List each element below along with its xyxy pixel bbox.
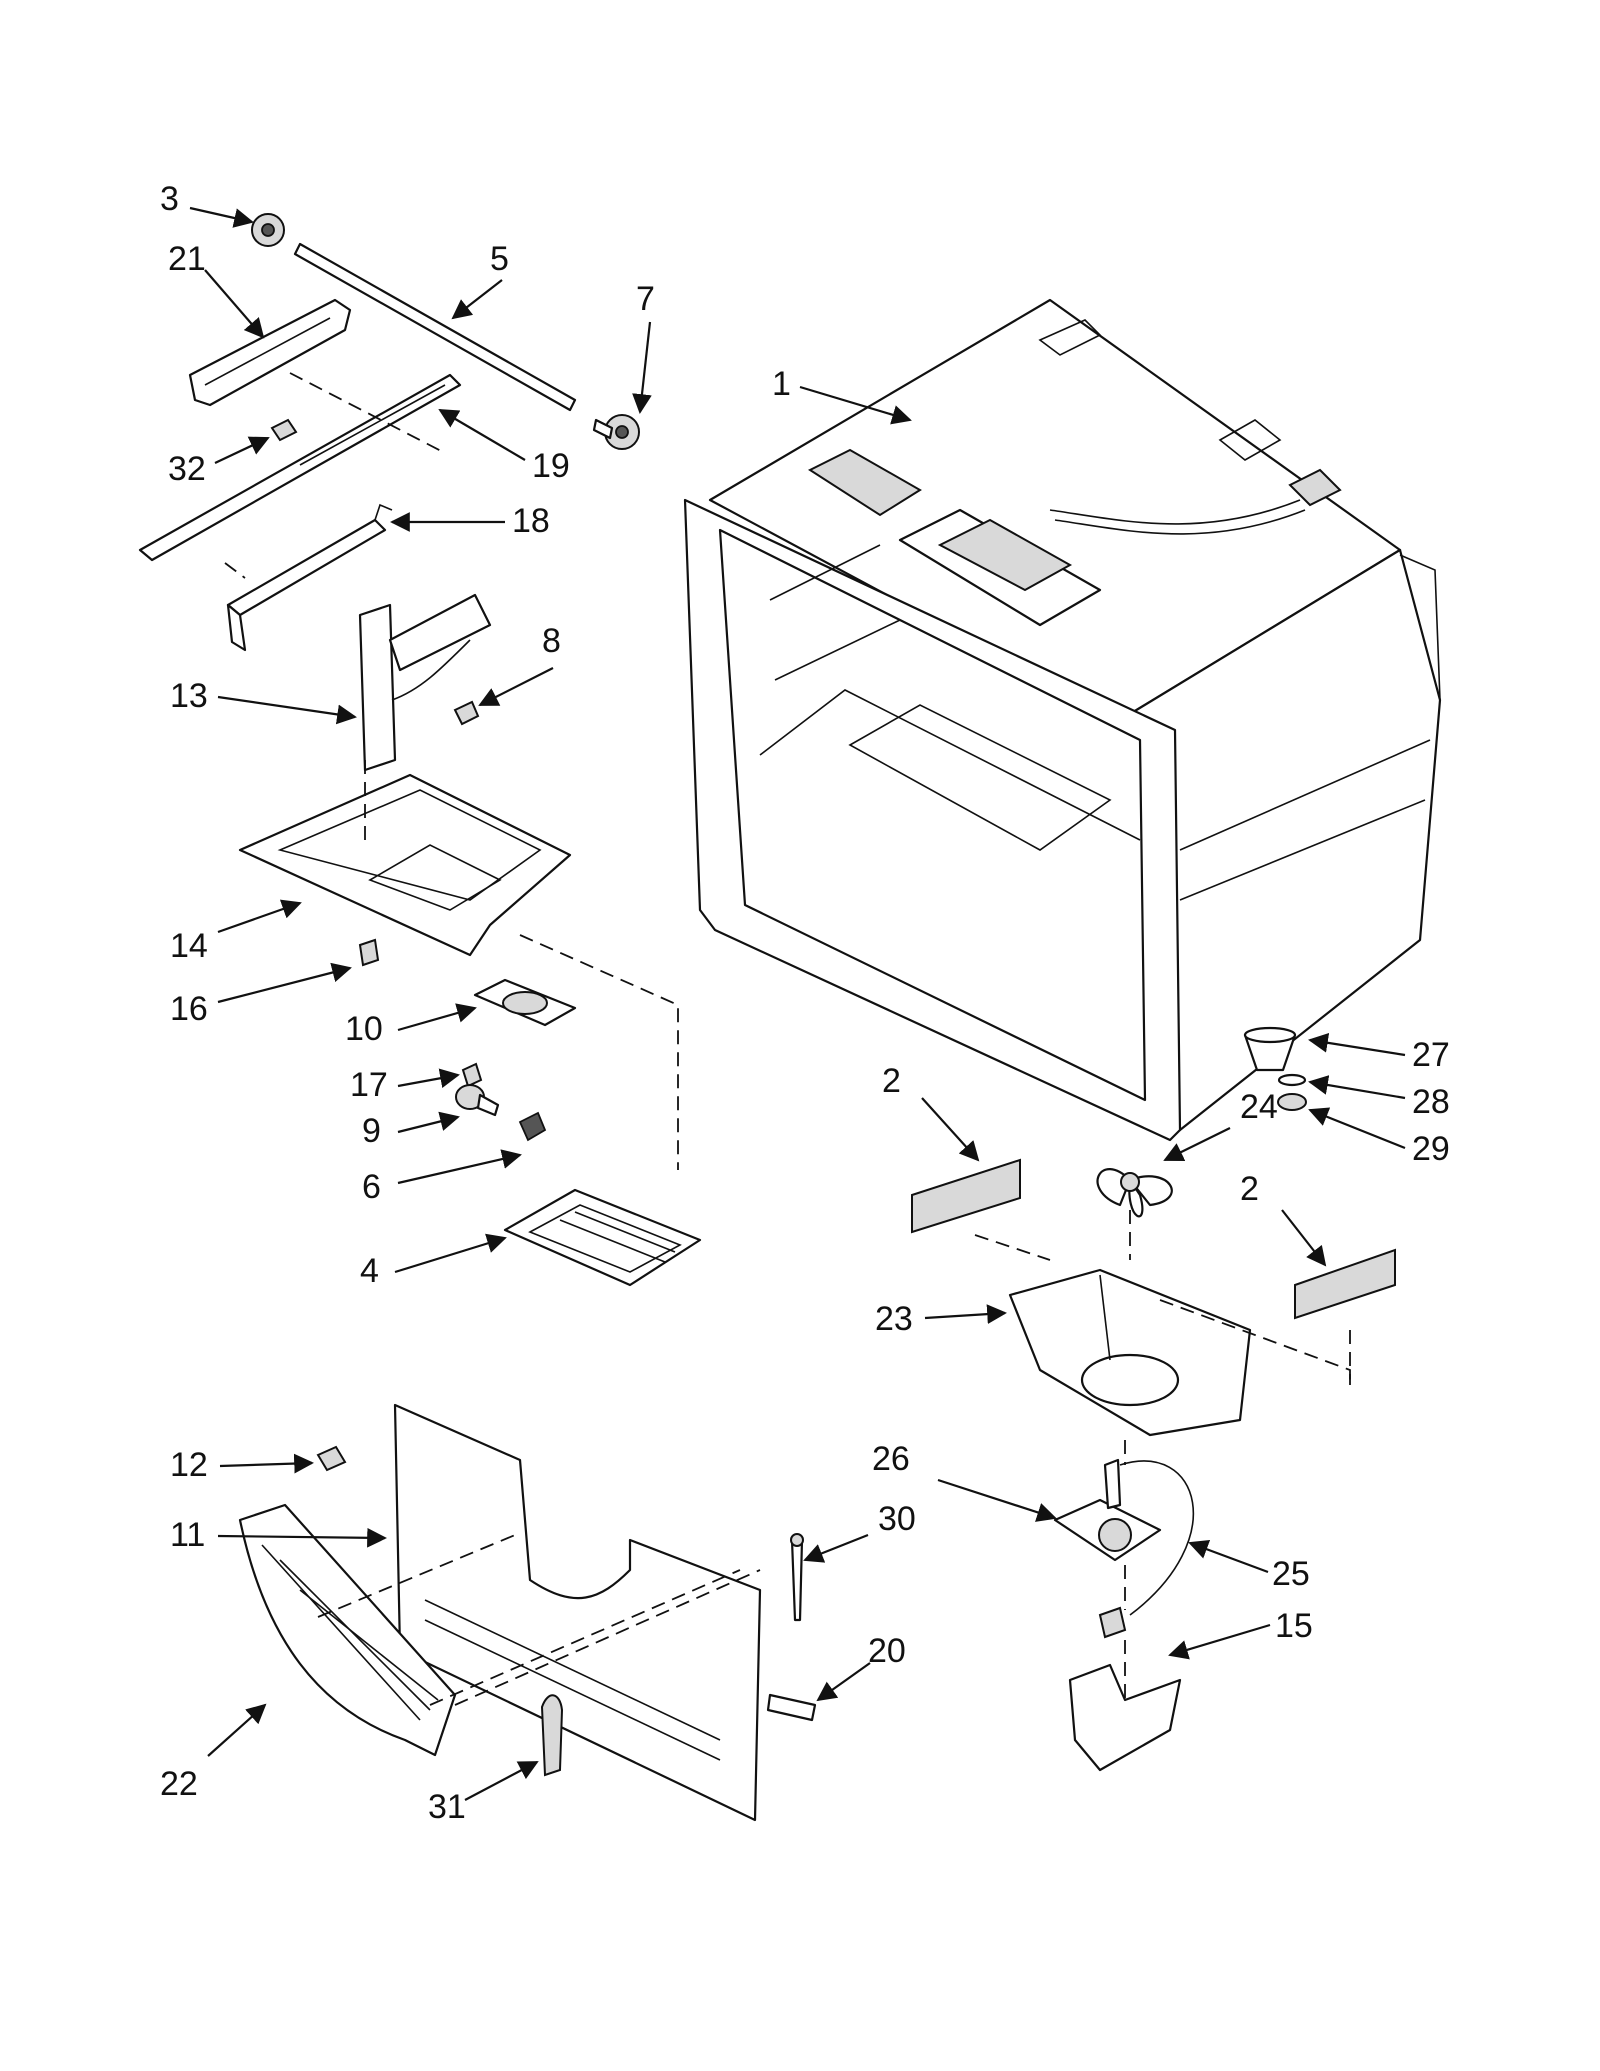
callout-26: 26: [872, 1440, 910, 1478]
part-13-diverter: [358, 593, 492, 772]
leader-2b: [1281, 1209, 1327, 1267]
callout-7: 7: [636, 280, 655, 318]
callout-21: 21: [168, 240, 206, 278]
part-9-bulb: [455, 1084, 500, 1117]
callout-22: 22: [160, 1765, 198, 1803]
leader-10: [397, 1003, 477, 1032]
part-15-motor-bracket: [1068, 1606, 1182, 1772]
leader-5: [451, 279, 503, 320]
leader-15: [1168, 1623, 1271, 1660]
part-11-rear-panel: [393, 1403, 762, 1822]
callout-12: 12: [170, 1446, 208, 1484]
part-20-strip: [766, 1693, 817, 1722]
callout-17: 17: [350, 1066, 388, 1104]
part-23-fan-shroud: [1008, 1268, 1252, 1437]
callout-1: 1: [772, 365, 791, 403]
part-2-gasket-right: [1294, 1248, 1396, 1320]
part-19-slide-rail: [138, 373, 462, 562]
leader-1: [799, 385, 912, 425]
leader-20: [816, 1662, 871, 1702]
callout-16: 16: [170, 990, 208, 1028]
part-17-screw: [461, 1062, 483, 1088]
callout-5: 5: [490, 240, 509, 278]
part-8-screw: [453, 700, 480, 726]
leader-31: [464, 1761, 539, 1801]
leader-8: [478, 667, 554, 706]
callout-29: 29: [1412, 1130, 1450, 1168]
callout-27: 27: [1412, 1036, 1450, 1074]
leader-22: [207, 1703, 267, 1757]
callout-9: 9: [362, 1112, 381, 1150]
leader-32: [214, 436, 270, 464]
part-14-housing: [238, 773, 572, 957]
leader-24: [1163, 1127, 1231, 1162]
leader-28: [1308, 1075, 1406, 1100]
leader-9: [397, 1111, 460, 1134]
callout-13: 13: [170, 677, 208, 715]
part-31-clip: [540, 1694, 564, 1777]
leader-26: [937, 1478, 1057, 1522]
callout-10: 10: [345, 1010, 383, 1048]
callout-4: 4: [360, 1252, 379, 1290]
part-16-clip: [358, 938, 380, 967]
part-25-wire-harness: [1119, 1460, 1195, 1616]
leader-19: [438, 408, 526, 461]
part-30-thermistor: [790, 1533, 804, 1622]
part-27-cup: [1243, 1026, 1297, 1072]
part-12-screw: [316, 1445, 347, 1472]
callout-14: 14: [170, 927, 208, 965]
callout-24: 24: [1240, 1088, 1278, 1126]
part-4-cover: [503, 1188, 702, 1287]
callout-2b: 2: [1240, 1170, 1259, 1208]
part-22-grille: [238, 1503, 457, 1757]
leader-12: [219, 1453, 314, 1474]
leader-17: [397, 1068, 460, 1088]
leader-2a: [921, 1097, 980, 1162]
leader-29: [1308, 1107, 1406, 1150]
leader-13: [217, 695, 357, 725]
part-1-freezer-liner: [683, 298, 1442, 1142]
part-7-gear: [592, 414, 640, 450]
part-6-socket: [518, 1111, 547, 1142]
part-3-gear: [251, 213, 285, 247]
callout-15: 15: [1275, 1607, 1313, 1645]
leader-6: [397, 1149, 522, 1185]
part-5-rod: [293, 242, 577, 412]
leader-16: [217, 962, 352, 1004]
callout-11: 11: [170, 1516, 205, 1554]
callout-28: 28: [1412, 1083, 1450, 1121]
callout-32: 32: [168, 450, 206, 488]
part-28-ring: [1277, 1073, 1307, 1087]
part-32-screw: [270, 418, 298, 442]
leader-11: [217, 1527, 387, 1548]
callout-3: 3: [160, 180, 179, 218]
callout-30: 30: [878, 1500, 916, 1538]
part-21-slide-bracket: [188, 298, 352, 407]
callout-23: 23: [875, 1300, 913, 1338]
callout-18: 18: [512, 502, 550, 540]
leader-21: [204, 269, 265, 339]
leader-7: [632, 321, 652, 414]
part-18-rail-bracket: [226, 503, 393, 652]
leader-3: [189, 206, 254, 228]
leader-30: [803, 1533, 869, 1563]
leader-23: [924, 1304, 1007, 1324]
leader-25: [1188, 1539, 1269, 1574]
part-24-fan-blade: [1096, 1168, 1173, 1218]
leader-4: [394, 1233, 507, 1274]
callout-25: 25: [1272, 1555, 1310, 1593]
part-10-light-housing: [473, 978, 577, 1027]
part-29-grommet: [1277, 1093, 1307, 1111]
callout-8: 8: [542, 622, 561, 660]
leader-14: [217, 899, 302, 934]
callout-31: 31: [428, 1788, 466, 1826]
callout-19: 19: [532, 447, 570, 485]
callout-6: 6: [362, 1168, 381, 1206]
callout-2a: 2: [882, 1062, 901, 1100]
leader-27: [1308, 1033, 1406, 1057]
callout-20: 20: [868, 1632, 906, 1670]
part-2-gasket-left: [911, 1158, 1021, 1234]
part-26-fan-motor: [1053, 1458, 1162, 1562]
